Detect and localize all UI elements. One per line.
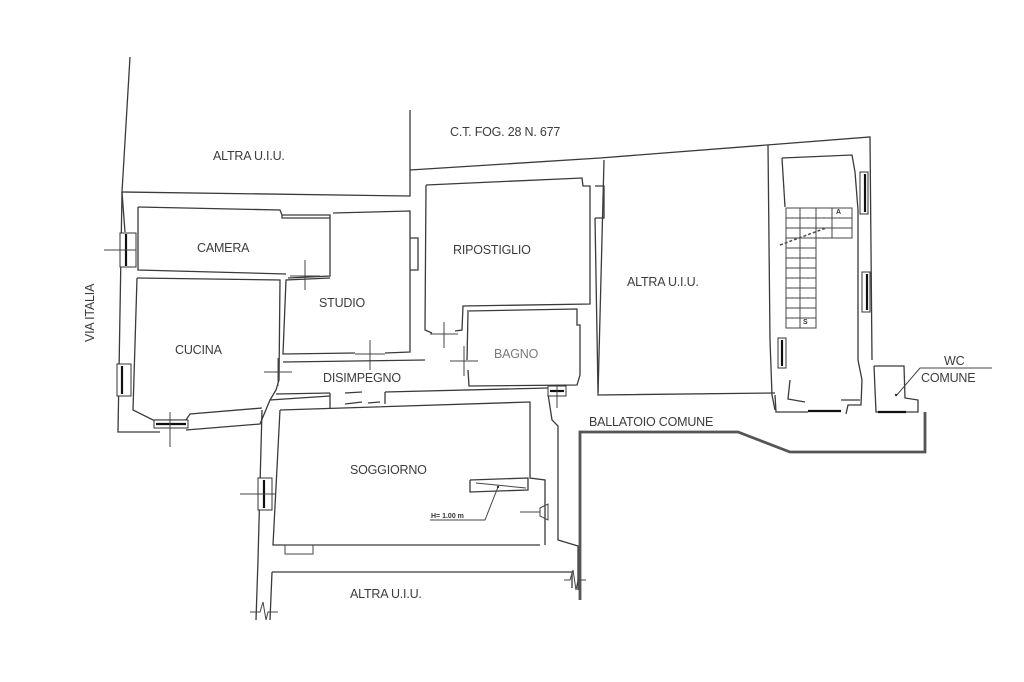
staircase-icon: A S bbox=[779, 207, 853, 329]
label-cucina: CUCINA bbox=[175, 343, 223, 357]
label-camera: CAMERA bbox=[197, 241, 250, 255]
apartment-perimeter bbox=[117, 191, 331, 433]
label-altra-uiu-bottom: ALTRA U.I.U. bbox=[350, 587, 422, 601]
room-soggiorno bbox=[272, 401, 546, 555]
label-bagno: BAGNO bbox=[494, 347, 539, 361]
windows bbox=[104, 171, 871, 511]
label-ballatoio: BALLATOIO COMUNE bbox=[589, 415, 713, 429]
room-disimpegno bbox=[275, 359, 549, 408]
label-ripostiglio: RIPOSTIGLIO bbox=[453, 243, 531, 257]
room-bagno bbox=[466, 217, 599, 393]
label-wc: WC bbox=[944, 354, 965, 368]
label-altra-uiu-top: ALTRA U.I.U. bbox=[213, 149, 285, 163]
stair-core bbox=[774, 154, 863, 415]
room-studio bbox=[282, 210, 419, 355]
label-studio: STUDIO bbox=[319, 296, 366, 310]
height-annotation bbox=[430, 485, 500, 521]
door-symbol-soggiorno bbox=[520, 503, 549, 521]
neighbour-boundary-bottom bbox=[250, 409, 586, 621]
neighbour-unit-right bbox=[597, 144, 776, 411]
label-altra-uiu-right: ALTRA U.I.U. bbox=[627, 275, 699, 289]
label-soggiorno: SOGGIORNO bbox=[350, 463, 427, 477]
neighbour-boundary-top bbox=[121, 56, 873, 361]
svg-text:A: A bbox=[836, 209, 841, 216]
label-cadastral-ref: C.T. FOG. 28 N. 677 bbox=[450, 125, 560, 139]
door-marks bbox=[264, 260, 478, 386]
label-height-note: H= 1.00 m bbox=[431, 513, 464, 520]
label-disimpegno: DISIMPEGNO bbox=[323, 371, 401, 385]
room-ripostiglio bbox=[424, 177, 605, 334]
room-wc-comune bbox=[873, 365, 992, 414]
label-via-italia: VIA ITALIA bbox=[83, 283, 97, 342]
label-wc-comune: COMUNE bbox=[921, 371, 975, 385]
room-camera bbox=[137, 206, 331, 279]
svg-text:S: S bbox=[803, 319, 808, 326]
balcony-ballatoio bbox=[547, 393, 927, 600]
